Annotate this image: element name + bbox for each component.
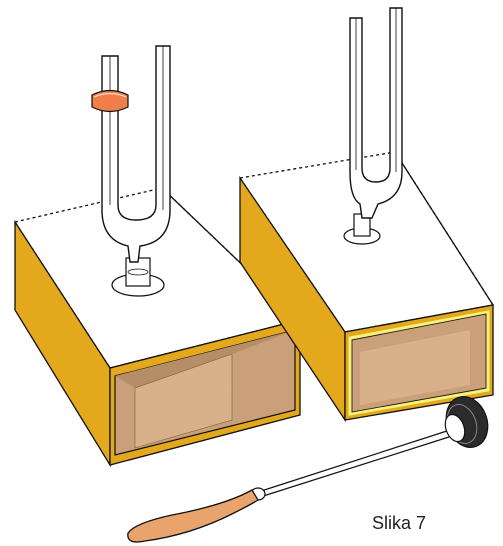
left-resonance-box	[13, 187, 302, 468]
right-fork-body	[349, 7, 403, 219]
fork-ring-icon	[91, 89, 129, 113]
left-tuning-fork	[91, 45, 171, 263]
figure-caption: Slika 7	[372, 513, 427, 533]
left-fork-body	[101, 45, 171, 263]
mallet-handle	[127, 489, 259, 543]
right-fork-base	[343, 213, 381, 245]
right-tuning-fork	[349, 7, 403, 219]
rubber-mallet	[127, 396, 489, 543]
